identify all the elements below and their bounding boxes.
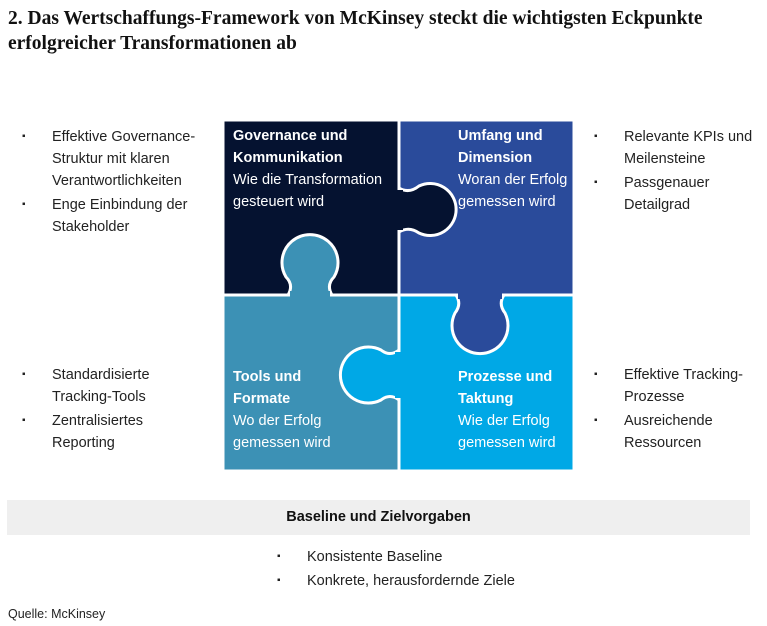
puzzle-tab	[450, 293, 510, 356]
quadrant-heading: Governance und Kommunikation	[233, 128, 348, 166]
list-item: Konkrete, herausfordernde Ziele	[277, 570, 577, 592]
list-item: Ausreichende Ressourcen	[594, 410, 764, 454]
bullets-bottom-left: Standardisierte Tracking-Tools Zentralis…	[22, 364, 202, 456]
bullets-top-left: Effektive Governance-Struktur mit klaren…	[22, 126, 212, 240]
quadrant-heading: Umfang und Dimension	[458, 128, 543, 166]
quadrant-heading: Prozesse und Taktung	[458, 369, 553, 407]
page-title: 2. Das Wertschaffungs-Framework von McKi…	[8, 8, 703, 54]
list-item: Effektive Tracking-Prozesse	[594, 364, 764, 408]
quadrant-subtitle: Woran der Erfolg gemessen wird	[458, 172, 568, 210]
list-item: Enge Einbindung der Stakeholder	[22, 194, 212, 238]
list-item: Zentralisiertes Reporting	[22, 410, 202, 454]
quadrant-umfang: Umfang und Dimension Woran der Erfolg ge…	[458, 125, 568, 213]
list-item: Standardisierte Tracking-Tools	[22, 364, 202, 408]
puzzle-diagram: Governance und Kommunikation Wie die Tra…	[221, 118, 576, 476]
baseline-bullets: Konsistente Baseline Konkrete, herausfor…	[277, 546, 577, 594]
source-note: Quelle: McKinsey	[8, 607, 106, 621]
baseline-heading: Baseline und Zielvorgaben	[7, 500, 750, 535]
list-item: Relevante KPIs und Meilensteine	[594, 126, 764, 170]
puzzle-tab	[338, 345, 401, 405]
bullets-bottom-right: Effektive Tracking-Prozesse Ausreichende…	[594, 364, 764, 456]
quadrant-subtitle: Wie die Transformation gesteuert wird	[233, 172, 383, 210]
list-item: Effektive Governance-Struktur mit klaren…	[22, 126, 212, 192]
puzzle-tab	[397, 182, 458, 237]
quadrant-subtitle: Wo der Erfolg gemessen wird	[233, 413, 331, 451]
quadrant-prozesse: Prozesse und Taktung Wie der Erfolg geme…	[458, 366, 568, 454]
bullets-top-right: Relevante KPIs und Meilensteine Passgena…	[594, 126, 764, 218]
quadrant-heading: Tools und Formate	[233, 369, 302, 407]
quadrant-tools: Tools und Formate Wo der Erfolg gemessen…	[233, 366, 343, 454]
list-item: Passgenauer Detailgrad	[594, 172, 764, 216]
quadrant-subtitle: Wie der Erfolg gemessen wird	[458, 413, 556, 451]
list-item: Konsistente Baseline	[277, 546, 577, 568]
puzzle-tab	[280, 233, 340, 297]
quadrant-governance: Governance und Kommunikation Wie die Tra…	[233, 125, 403, 213]
